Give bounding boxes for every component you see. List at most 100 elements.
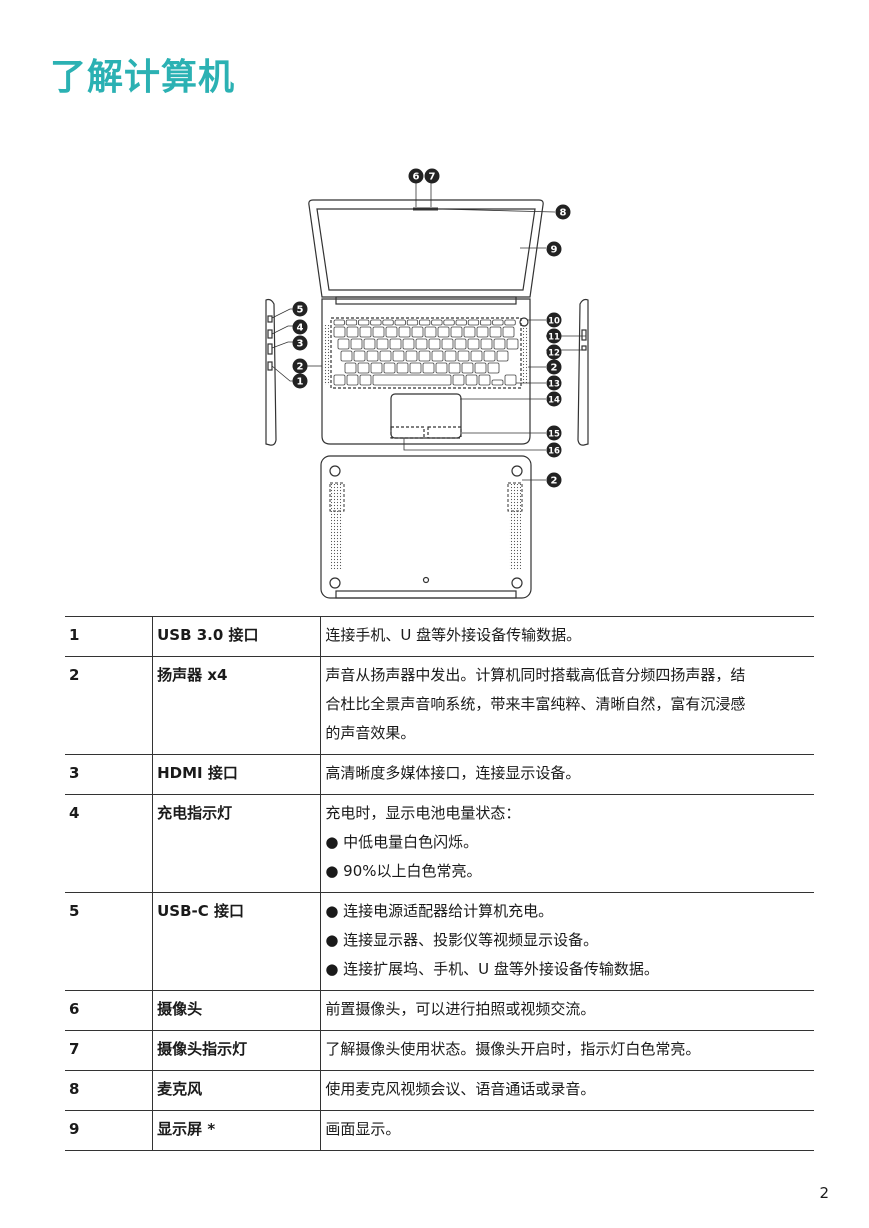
callout-16: 16 (546, 442, 562, 458)
description-line: 了解摄像头使用状态。摄像头开启时，指示灯白色常亮。 (325, 1040, 701, 1058)
component-number: 9 (65, 1110, 154, 1151)
callout-label: 12 (548, 349, 560, 359)
callout-2: 2 (546, 472, 562, 488)
keyboard-key (480, 338, 493, 350)
callout-7: 7 (424, 168, 440, 184)
keyboard-key (452, 374, 465, 386)
keyboard-key (383, 362, 396, 374)
component-number: 7 (65, 1030, 154, 1071)
keyboard-key (476, 326, 489, 338)
callout-3: 3 (292, 335, 308, 351)
callout-label: 11 (548, 333, 560, 343)
laptop-left-side (265, 298, 277, 446)
keyboard-key (376, 338, 389, 350)
keyboard-key (506, 338, 519, 350)
laptop-lid (308, 199, 544, 305)
description-line: 高清晰度多媒体接口，连接显示设备。 (325, 764, 581, 782)
keyboard-key (411, 326, 424, 338)
component-number: 3 (65, 754, 154, 795)
keyboard (333, 319, 519, 386)
callout-label: 8 (560, 208, 567, 219)
keyboard-key (489, 326, 502, 338)
laptop-base-bottom (320, 455, 532, 599)
keyboard-key (450, 326, 463, 338)
component-description: ● 连接电源适配器给计算机充电。● 连接显示器、投影仪等视频显示设备。● 连接扩… (320, 892, 814, 991)
keyboard-key (431, 350, 444, 362)
callout-label: 1 (297, 377, 304, 388)
component-name: 摄像头指示灯 (152, 1030, 322, 1071)
callout-label: 13 (548, 380, 560, 390)
keyboard-key (455, 319, 467, 326)
keyboard-key (467, 319, 480, 326)
keyboard-key (337, 338, 350, 350)
callout-15: 15 (546, 425, 562, 441)
keyboard-key (366, 350, 379, 362)
leader-lines (271, 183, 586, 481)
keyboard-key (333, 374, 346, 386)
callout-label: 2 (551, 476, 558, 487)
keyboard-key (382, 319, 394, 326)
keyboard-key (345, 319, 358, 326)
component-name: USB-C 接口 (152, 892, 322, 991)
callout-label: 6 (413, 172, 420, 183)
description-line: ● 中低电量白色闪烁。 (325, 833, 479, 851)
callout-label: 3 (297, 339, 304, 350)
keyboard-key (379, 350, 392, 362)
keyboard-key (441, 338, 454, 350)
keyboard-key (418, 350, 431, 362)
keyboard-key (340, 350, 353, 362)
keyboard-key (428, 338, 441, 350)
keyboard-key (470, 350, 483, 362)
description-line: ● 90%以上白色常亮。 (325, 862, 482, 880)
component-description: 画面显示。 (320, 1110, 814, 1151)
keyboard-key (443, 319, 455, 326)
keyboard-key (333, 326, 346, 338)
callout-2: 2 (546, 359, 562, 375)
callout-label: 2 (551, 363, 558, 374)
component-description: 前置摄像头，可以进行拍照或视频交流。 (320, 990, 814, 1031)
component-description: 声音从扬声器中发出。计算机同时搭载高低音分频四扬声器，结合杜比全景声音响系统，带… (320, 656, 814, 755)
speaker-grilles (323, 325, 529, 569)
callout-8: 8 (555, 204, 571, 220)
keyboard-key (435, 362, 448, 374)
keyboard-key (424, 326, 437, 338)
callout-label: 7 (429, 172, 436, 183)
description-line: 画面显示。 (325, 1120, 401, 1138)
keyboard-key (491, 379, 504, 386)
keyboard-key (415, 338, 428, 350)
component-description: 了解摄像头使用状态。摄像头开启时，指示灯白色常亮。 (320, 1030, 814, 1071)
keyboard-key (359, 374, 372, 386)
page-number: 2 (819, 1184, 829, 1202)
keyboard-key (396, 362, 409, 374)
callout-1: 1 (292, 373, 308, 389)
keyboard-key (422, 362, 435, 374)
keyboard-key (467, 338, 480, 350)
component-description: 使用麦克风视频会议、语音通话或录音。 (320, 1070, 814, 1111)
callout-11: 11 (546, 328, 562, 344)
description-line: 充电时，显示电池电量状态： (325, 804, 521, 822)
keyboard-key (392, 350, 405, 362)
keyboard-key (492, 319, 504, 326)
keyboard-key (418, 319, 431, 326)
component-name: 摄像头 (152, 990, 322, 1031)
keyboard-key (350, 338, 363, 350)
callout-label: 9 (551, 245, 558, 256)
callout-14: 14 (546, 391, 562, 407)
callout-4: 4 (292, 319, 308, 335)
component-name: USB 3.0 接口 (152, 616, 322, 657)
keyboard-key (504, 319, 516, 326)
keyboard-key (483, 350, 496, 362)
keyboard-key (398, 326, 411, 338)
keyboard-key (357, 362, 370, 374)
component-name: HDMI 接口 (152, 754, 322, 795)
keyboard-key (431, 319, 443, 326)
keyboard-key (457, 350, 470, 362)
keyboard-key (478, 374, 491, 386)
callout-2: 2 (292, 358, 308, 374)
description-line: ● 连接扩展坞、手机、U 盘等外接设备传输数据。 (325, 960, 659, 978)
